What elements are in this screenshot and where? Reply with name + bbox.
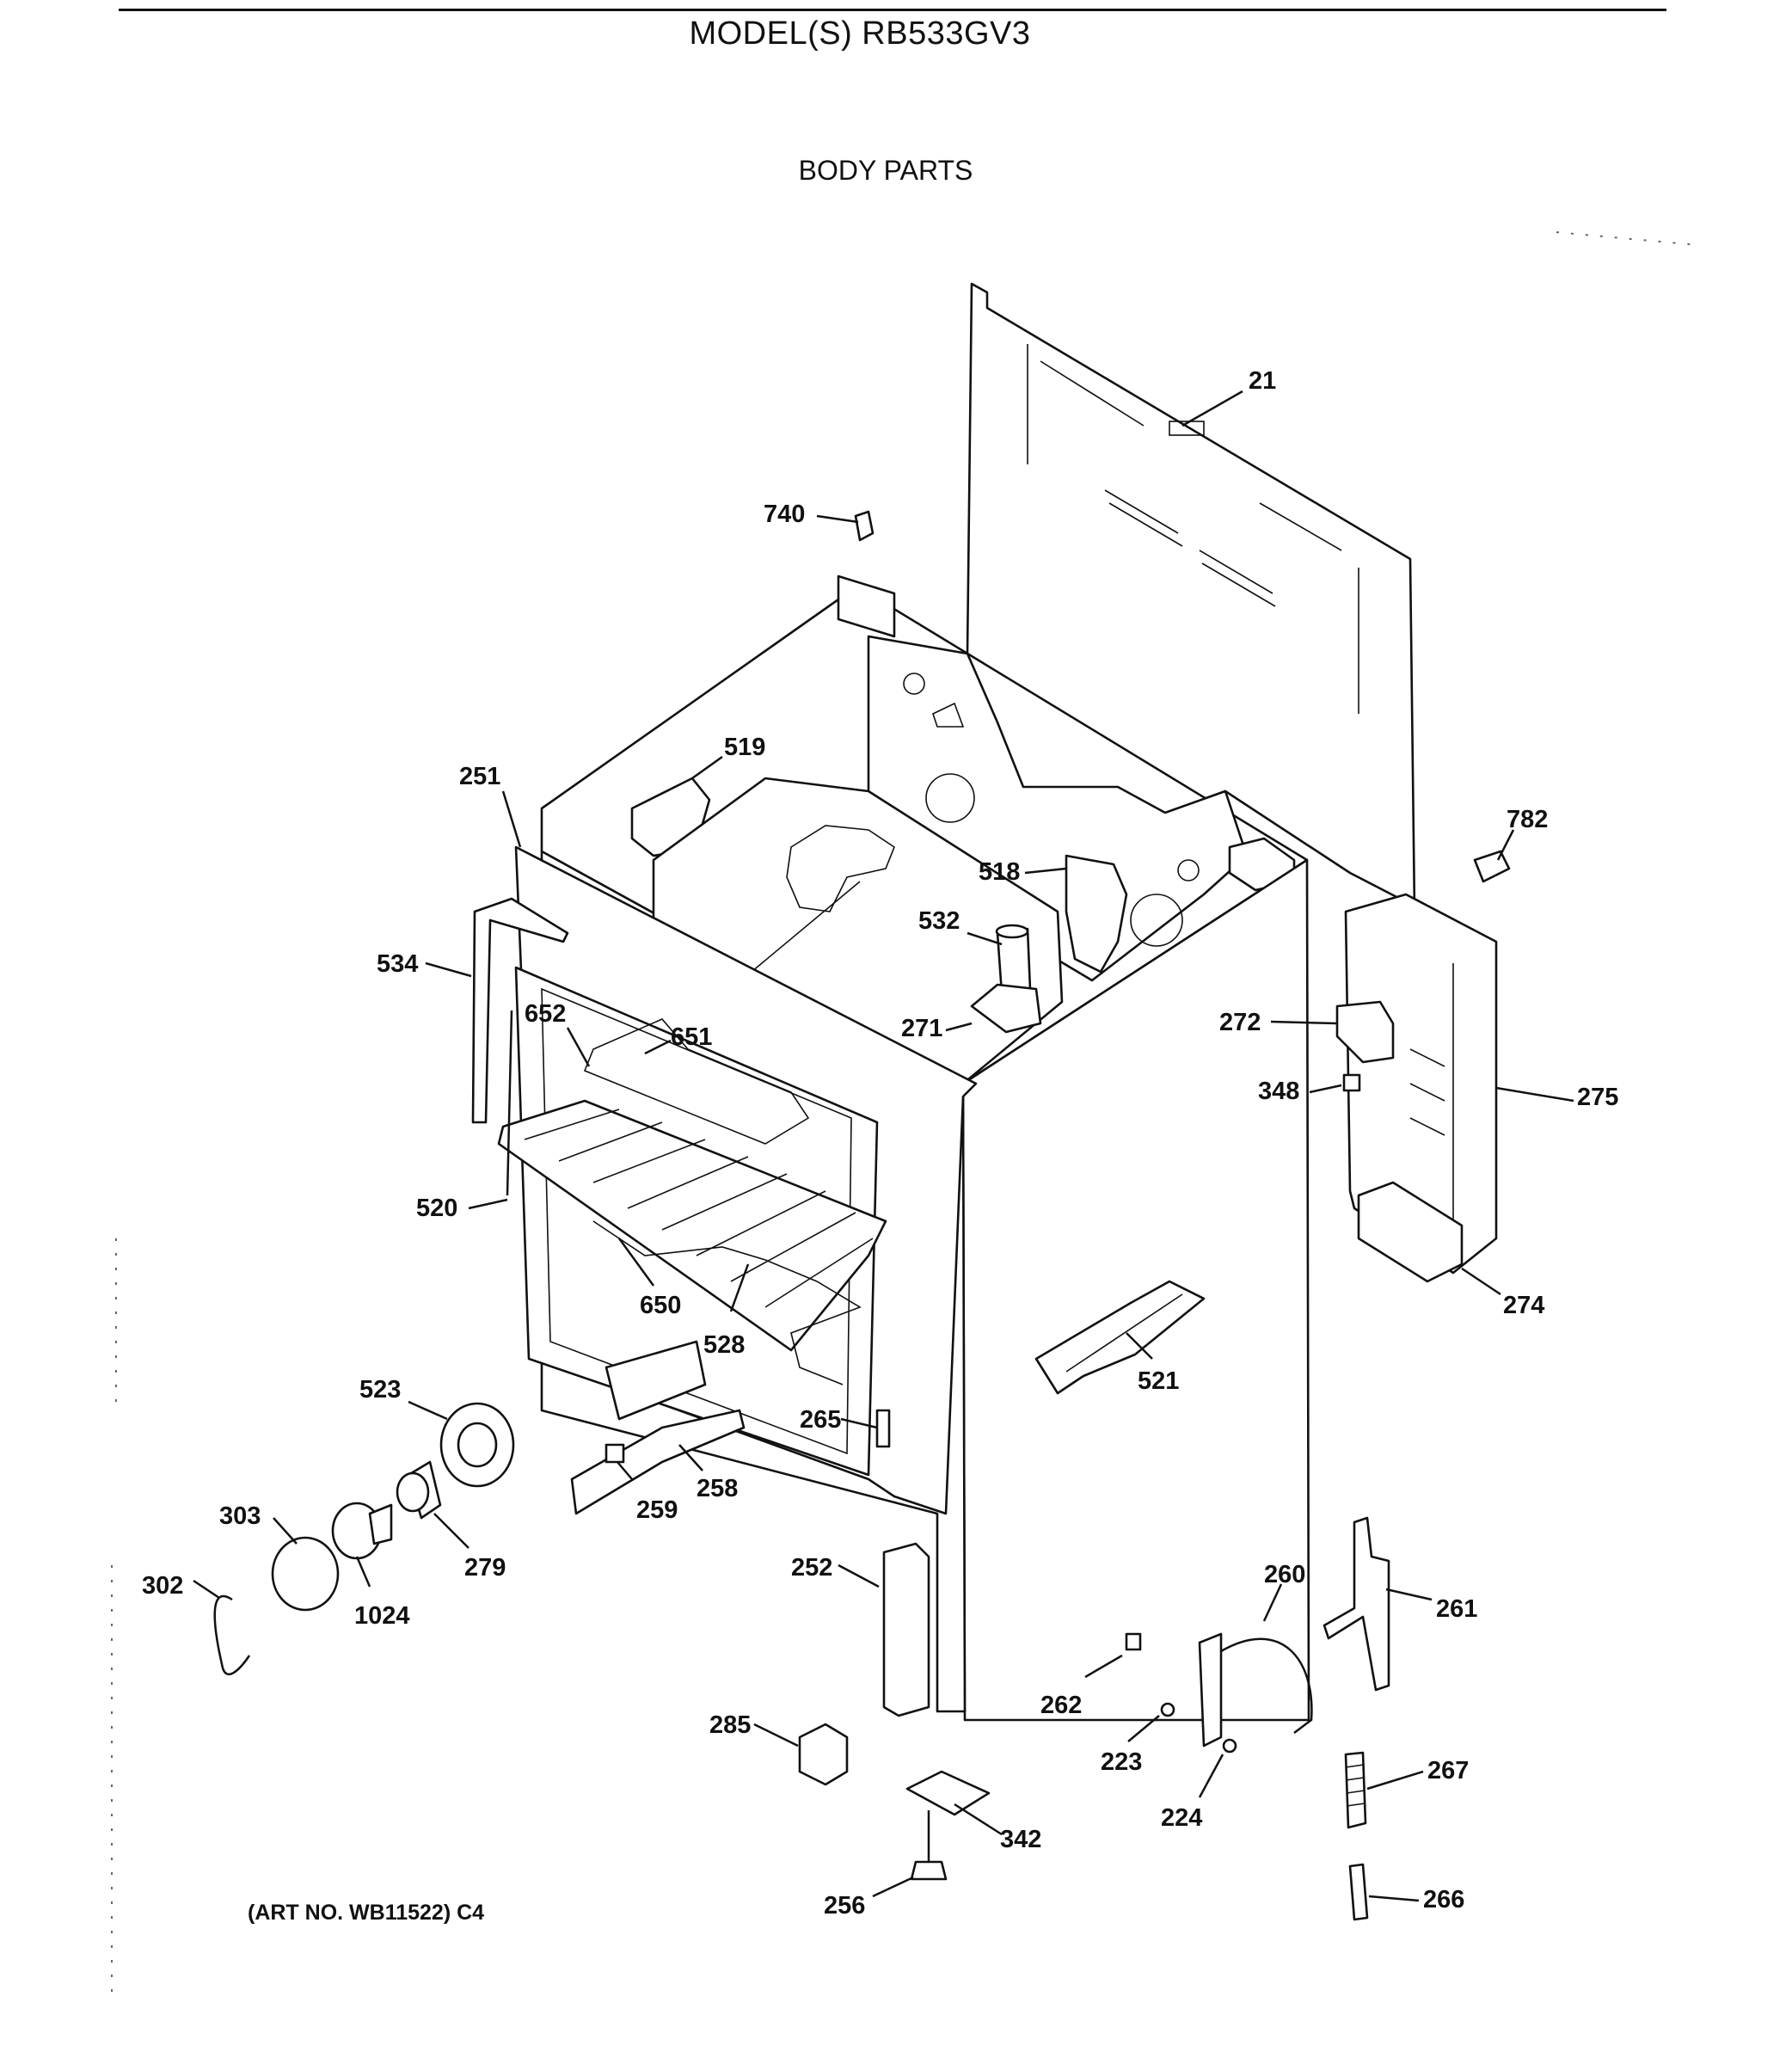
leader-lines	[193, 390, 1574, 1902]
callout-303: 303	[219, 1502, 261, 1530]
callout-520: 520	[416, 1195, 457, 1222]
callout-652: 652	[525, 1000, 566, 1028]
part-518-insulation	[1065, 854, 1128, 974]
callout-348: 348	[1258, 1078, 1299, 1105]
callout-651: 651	[671, 1023, 712, 1051]
part-265	[875, 1409, 891, 1448]
callout-256: 256	[824, 1892, 865, 1920]
callout-252: 252	[791, 1554, 832, 1582]
model-title: MODEL(S) RB533GV3	[689, 15, 1031, 52]
part-782	[1473, 850, 1511, 883]
part-285	[798, 1723, 849, 1786]
callout-261: 261	[1436, 1595, 1477, 1623]
callout-labels: 21 740 519 251 782 518 532 534 272 652 6…	[142, 367, 1618, 1920]
callout-251: 251	[459, 763, 500, 790]
callout-342: 342	[1000, 1826, 1041, 1853]
part-348	[1342, 1073, 1361, 1092]
callout-1024: 1024	[354, 1602, 410, 1630]
top-rule	[119, 9, 1666, 11]
part-342-256-leveler	[905, 1770, 991, 1881]
oven-light-assembly	[213, 1402, 515, 1676]
part-258-259-rails	[570, 1340, 746, 1515]
callout-258: 258	[697, 1475, 738, 1502]
part-274	[1357, 1181, 1464, 1283]
callout-650: 650	[640, 1292, 681, 1319]
part-275-terminal-housing	[1344, 893, 1498, 1275]
part-650-bake-element	[592, 1220, 862, 1385]
callout-266: 266	[1423, 1886, 1464, 1914]
callout-260: 260	[1264, 1561, 1305, 1588]
callout-521: 521	[1138, 1367, 1179, 1395]
hinge-assembly	[1125, 1516, 1390, 1754]
callout-262: 262	[1040, 1692, 1082, 1719]
art-number: (ART NO. WB11522) C4	[248, 1901, 485, 1925]
callout-275: 275	[1577, 1084, 1618, 1111]
callout-265: 265	[800, 1406, 841, 1434]
part-534-gasket-strip	[471, 897, 569, 1124]
callout-259: 259	[636, 1496, 678, 1524]
callout-528: 528	[703, 1331, 745, 1359]
callout-302: 302	[142, 1572, 183, 1600]
callout-519: 519	[724, 734, 765, 761]
callout-782: 782	[1507, 806, 1548, 833]
callout-523: 523	[359, 1376, 401, 1404]
callout-518: 518	[979, 858, 1020, 886]
callout-224: 224	[1161, 1804, 1202, 1832]
part-267-266	[1344, 1751, 1369, 1921]
part-521-emboss	[1034, 1280, 1206, 1395]
callout-271: 271	[901, 1015, 942, 1042]
callout-534: 534	[377, 950, 418, 978]
part-651-broil-element	[583, 1018, 810, 1145]
section-title: BODY PARTS	[798, 155, 973, 186]
callout-223: 223	[1101, 1748, 1142, 1776]
part-520-door-gasket	[506, 1010, 513, 1196]
part-740-clip	[854, 510, 875, 542]
callout-274: 274	[1503, 1292, 1544, 1319]
callout-740: 740	[764, 501, 805, 528]
callout-272: 272	[1219, 1009, 1261, 1036]
callout-532: 532	[918, 907, 960, 935]
part-252-bracket	[882, 1542, 930, 1717]
callout-21: 21	[1249, 367, 1276, 395]
part-528-oven-rack	[497, 1099, 887, 1352]
part-272-switch	[1335, 1000, 1395, 1064]
callout-267: 267	[1427, 1757, 1469, 1784]
scan-artifacts	[111, 231, 1699, 2004]
part-532-271-sensor	[970, 924, 1042, 1034]
callout-285: 285	[709, 1711, 751, 1739]
callout-279: 279	[464, 1554, 506, 1582]
